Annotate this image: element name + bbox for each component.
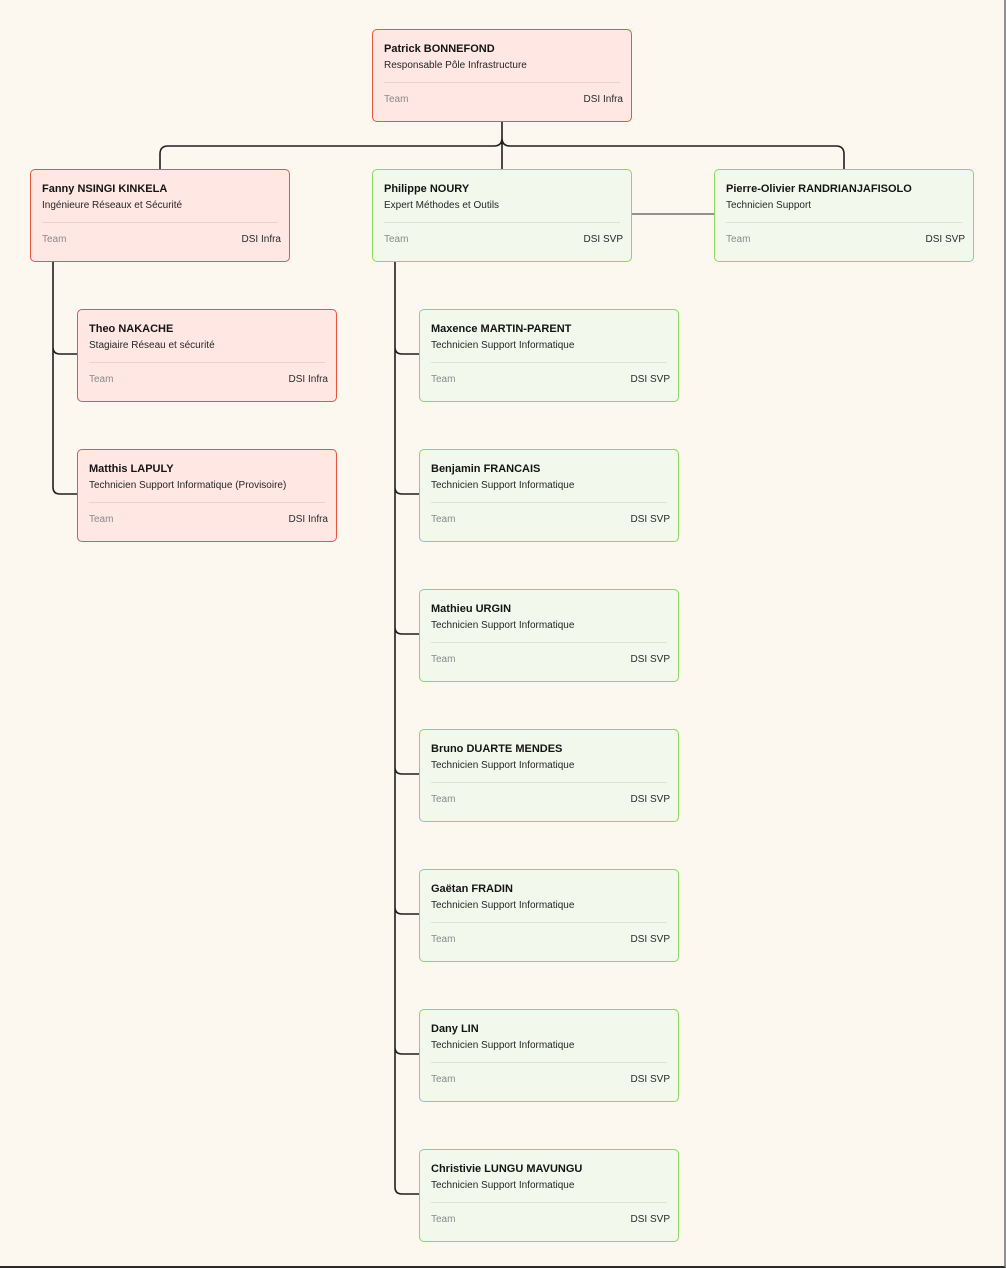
- card-name: Christivie LUNGU MAVUNGU: [431, 1163, 583, 1175]
- card-team-value: DSI SVP: [630, 934, 670, 945]
- card-role: Technicien Support Informatique: [431, 1180, 575, 1191]
- card-team-label: Team: [384, 234, 409, 245]
- connector-fanny-branch: [52, 261, 77, 495]
- card-divider: [384, 222, 620, 223]
- card-role: Technicien Support: [726, 200, 812, 211]
- card-role: Responsable Pôle Infrastructure: [384, 60, 527, 71]
- card-divider: [431, 1202, 667, 1203]
- card-team-label: Team: [431, 1074, 456, 1085]
- card-role: Technicien Support Informatique: [431, 1040, 575, 1051]
- card-team-value: DSI Infra: [288, 374, 328, 385]
- card-divider: [431, 782, 667, 783]
- card-divider: [89, 502, 325, 503]
- card-team-label: Team: [384, 94, 409, 105]
- card-team-label: Team: [431, 934, 456, 945]
- card-fanny[interactable]: Fanny NSINGI KINKELA Ingénieure Réseaux …: [30, 169, 290, 262]
- card-role: Technicien Support Informatique: [431, 900, 575, 911]
- card-christivie[interactable]: Christivie LUNGU MAVUNGU Technicien Supp…: [419, 1149, 679, 1242]
- card-role: Technicien Support Informatique: [431, 620, 575, 631]
- card-team-value: DSI SVP: [630, 1214, 670, 1225]
- card-team-value: DSI Infra: [241, 234, 281, 245]
- card-name: Gaëtan FRADIN: [431, 883, 513, 895]
- card-philippe[interactable]: Philippe NOURY Expert Méthodes et Outils…: [372, 169, 632, 262]
- card-name: Pierre-Olivier RANDRIANJAFISOLO: [726, 183, 912, 195]
- card-role: Technicien Support Informatique: [431, 480, 575, 491]
- card-divider: [89, 362, 325, 363]
- card-divider: [42, 222, 278, 223]
- card-matthis[interactable]: Matthis LAPULY Technicien Support Inform…: [77, 449, 337, 542]
- card-team-label: Team: [431, 514, 456, 525]
- card-divider: [726, 222, 962, 223]
- card-dany[interactable]: Dany LIN Technicien Support Informatique…: [419, 1009, 679, 1102]
- card-name: Philippe NOURY: [384, 183, 470, 195]
- card-name: Mathieu URGIN: [431, 603, 512, 615]
- card-team-value: DSI SVP: [630, 514, 670, 525]
- card-name: Fanny NSINGI KINKELA: [42, 183, 168, 195]
- card-divider: [431, 362, 667, 363]
- card-team-value: DSI Infra: [288, 514, 328, 525]
- card-pierre-olivier[interactable]: Pierre-Olivier RANDRIANJAFISOLO Technici…: [714, 169, 974, 262]
- card-name: Maxence MARTIN-PARENT: [431, 323, 572, 335]
- card-name: Dany LIN: [431, 1023, 479, 1035]
- card-patrick[interactable]: Patrick BONNEFOND Responsable Pôle Infra…: [372, 29, 632, 122]
- card-divider: [431, 1062, 667, 1063]
- connector-root-bus: [159, 121, 845, 169]
- card-team-value: DSI SVP: [925, 234, 965, 245]
- card-role: Technicien Support Informatique: [431, 340, 575, 351]
- card-team-label: Team: [42, 234, 67, 245]
- card-theo[interactable]: Theo NAKACHE Stagiaire Réseau et sécurit…: [77, 309, 337, 402]
- card-benjamin[interactable]: Benjamin FRANCAIS Technicien Support Inf…: [419, 449, 679, 542]
- card-role: Stagiaire Réseau et sécurité: [89, 340, 215, 351]
- card-bruno[interactable]: Bruno DUARTE MENDES Technicien Support I…: [419, 729, 679, 822]
- card-maxence[interactable]: Maxence MARTIN-PARENT Technicien Support…: [419, 309, 679, 402]
- card-divider: [431, 642, 667, 643]
- card-team-label: Team: [89, 514, 114, 525]
- card-team-label: Team: [431, 654, 456, 665]
- card-role: Ingénieure Réseaux et Sécurité: [42, 200, 183, 211]
- card-divider: [384, 82, 620, 83]
- card-divider: [431, 502, 667, 503]
- card-team-label: Team: [726, 234, 751, 245]
- card-team-value: DSI Infra: [583, 94, 623, 105]
- card-role: Technicien Support Informatique: [431, 760, 575, 771]
- card-name: Matthis LAPULY: [89, 463, 174, 475]
- card-role: Technicien Support Informatique (Proviso…: [89, 480, 287, 491]
- card-team-value: DSI SVP: [630, 654, 670, 665]
- card-name: Bruno DUARTE MENDES: [431, 743, 563, 755]
- card-name: Theo NAKACHE: [89, 323, 174, 335]
- card-team-value: DSI SVP: [630, 374, 670, 385]
- connector-philippe-branch: [394, 261, 419, 1195]
- card-gaetan[interactable]: Gaëtan FRADIN Technicien Support Informa…: [419, 869, 679, 962]
- card-mathieu[interactable]: Mathieu URGIN Technicien Support Informa…: [419, 589, 679, 682]
- card-team-label: Team: [431, 1214, 456, 1225]
- card-team-label: Team: [431, 794, 456, 805]
- card-role: Expert Méthodes et Outils: [384, 200, 500, 211]
- card-team-value: DSI SVP: [630, 1074, 670, 1085]
- card-team-value: DSI SVP: [630, 794, 670, 805]
- card-name: Patrick BONNEFOND: [384, 43, 495, 55]
- card-divider: [431, 922, 667, 923]
- card-team-value: DSI SVP: [583, 234, 623, 245]
- card-team-label: Team: [89, 374, 114, 385]
- card-name: Benjamin FRANCAIS: [431, 463, 541, 475]
- card-team-label: Team: [431, 374, 456, 385]
